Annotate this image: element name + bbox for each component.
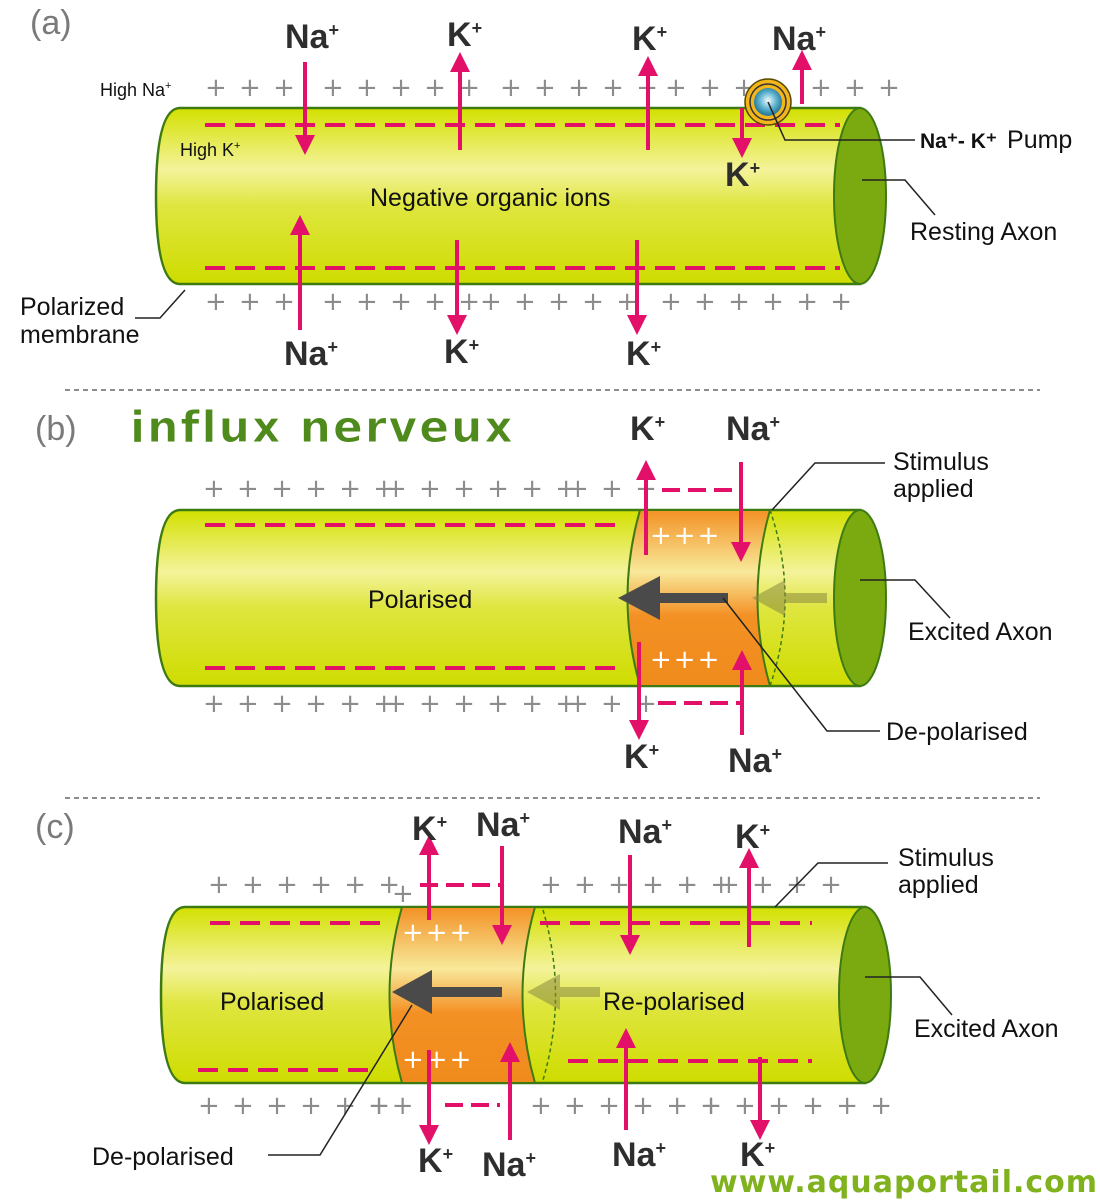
high-na-label: High Na+ (100, 80, 171, 100)
inner-positive-charges: +++ (402, 1045, 473, 1075)
ion-label-na: Na+ (728, 742, 782, 780)
ion-label-k: K+ (444, 333, 479, 371)
stimulus-label: applied (898, 871, 979, 899)
positive-charges: + + + + + (322, 73, 482, 103)
resting-axon-label: Resting Axon (910, 218, 1057, 246)
negative-organic-ions-label: Negative organic ions (370, 184, 610, 212)
positive-charges: + + + + + + (385, 474, 579, 504)
stimulus-label: Stimulus (898, 844, 994, 872)
excited-axon-callout-line (860, 579, 951, 619)
polarized-membrane-callout-line (135, 289, 186, 319)
section-label-a: (a) (30, 4, 72, 42)
positive-charges: + + + + + + (385, 689, 579, 719)
section-label-c: (c) (35, 808, 75, 846)
faded-propagation-arrow (527, 974, 600, 1010)
depolarised-label: De-polarised (92, 1143, 234, 1171)
positive-charges: + + + (205, 73, 297, 103)
faded-propagation-arrow (752, 580, 827, 616)
polarized-membrane-label: membrane (20, 321, 140, 349)
positive-charges: + + + + + + (660, 287, 854, 317)
axon-end-cap (833, 509, 887, 687)
inner-positive-charges: +++ (650, 645, 721, 675)
excited-axon-label: Excited Axon (914, 1015, 1059, 1043)
positive-charges: + + + + + (480, 287, 640, 317)
watermark: www.aquaportail.com (710, 1165, 1098, 1200)
excited-axon-c (159, 905, 892, 1085)
propagation-arrow (618, 576, 728, 620)
positive-charges: + (392, 879, 416, 909)
positive-charges: + + + + + + (198, 1091, 392, 1121)
ion-label-k: K+ (735, 818, 770, 856)
propagation-arrow (392, 970, 502, 1014)
ion-label-na: Na+ (482, 1146, 536, 1184)
repolarised-label: Re-polarised (603, 988, 745, 1016)
positive-charges: + + + + + + (203, 689, 397, 719)
ion-label-na: Na+ (285, 18, 339, 56)
depolarised-callout-line (268, 1004, 413, 1156)
positive-charges: + + + (810, 73, 902, 103)
resting-axon-callout-line (862, 179, 936, 216)
stimulus-callout-line (774, 862, 888, 908)
polarized-membrane-label: Polarized (20, 293, 124, 321)
positive-charges: + + + + + (500, 73, 660, 103)
ion-label-na: Na+ (476, 806, 530, 844)
excited-axon-label: Excited Axon (908, 618, 1053, 646)
positive-charges: + + + + + + (203, 474, 397, 504)
polarised-label: Polarised (220, 988, 324, 1016)
positive-charges: + + + + + + (700, 1091, 894, 1121)
ion-label-k: K+ (630, 410, 665, 448)
stimulus-label: Stimulus (893, 448, 989, 476)
excited-axon-callout-line (865, 976, 953, 1016)
ion-label-na: Na+ (618, 813, 672, 851)
positive-charges: ++ (368, 1091, 416, 1121)
positive-charges: + + + (205, 287, 297, 317)
axon-end-cap (833, 107, 887, 285)
pump-callout-line (767, 101, 915, 141)
axon-end-cap (838, 906, 892, 1084)
ion-label-k: K+ (447, 16, 482, 54)
ion-label-k: K+ (418, 1142, 453, 1180)
inner-positive-charges: +++ (402, 918, 473, 948)
positive-charges: + + + + + + (540, 870, 734, 900)
inner-positive-charges: +++ (650, 521, 721, 551)
positive-charges: + + + + (718, 870, 844, 900)
ion-label-k: K+ (626, 335, 661, 373)
ion-label-k: K+ (632, 20, 667, 58)
resting-axon (154, 106, 887, 286)
section-label-b: (b) (35, 410, 77, 448)
positive-charges: + + + (567, 689, 659, 719)
diagram-title: influx nerveux (130, 402, 515, 453)
polarised-label: Polarised (368, 586, 472, 614)
high-k-label: High K+ (180, 140, 240, 160)
positive-charges: + + + (665, 73, 757, 103)
ion-label-k: K+ (725, 156, 760, 194)
depolarised-callout-line (722, 597, 880, 732)
positive-charges: + + + + + (322, 287, 482, 317)
pump-label: Na⁺- K⁺Pump (920, 126, 1072, 154)
positive-charges: + + + + + + (208, 870, 402, 900)
stimulus-label: applied (893, 475, 974, 503)
depolarised-label: De-polarised (886, 718, 1028, 746)
ion-label-k: K+ (624, 738, 659, 776)
stimulus-callout-line (771, 462, 885, 511)
ion-label-na: Na+ (772, 20, 826, 58)
ion-label-na: Na+ (612, 1136, 666, 1174)
ion-label-k: K+ (412, 810, 447, 848)
ion-label-k: K+ (740, 1136, 775, 1174)
ion-label-na: Na+ (284, 335, 338, 373)
ion-label-na: Na+ (726, 410, 780, 448)
